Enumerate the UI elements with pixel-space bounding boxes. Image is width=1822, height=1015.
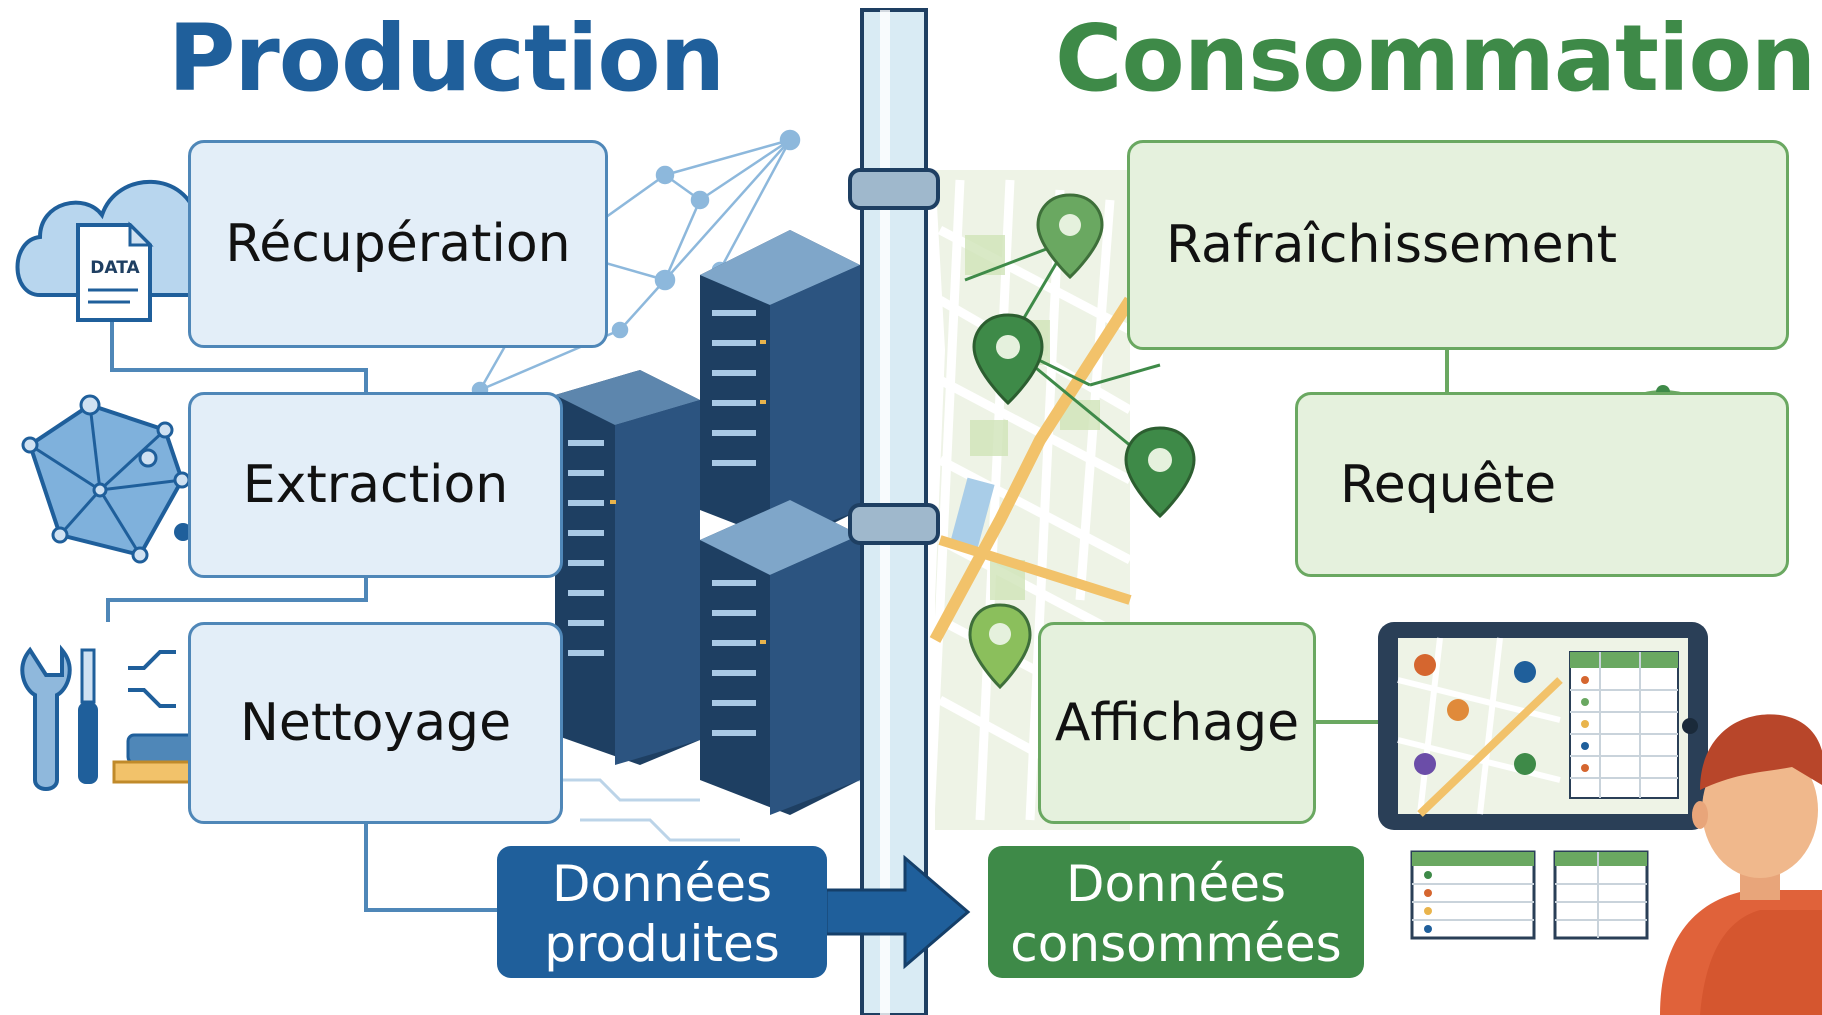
consumption-title: Consommation — [1055, 5, 1816, 112]
step-extraction: Extraction — [188, 392, 563, 578]
cleaning-tools-icon — [20, 644, 208, 791]
divider-pipe — [848, 8, 940, 1015]
network-polygon-icon — [21, 394, 192, 564]
map-pin-icon — [968, 603, 1032, 690]
produced-line-2: produites — [544, 915, 780, 973]
produced-data-badge: Données produites — [497, 846, 827, 978]
step-affichage: Affichage — [1038, 622, 1316, 824]
tablet-map-icon — [1378, 622, 1708, 830]
step-nettoyage: Nettoyage — [188, 622, 563, 824]
step-label: Extraction — [242, 455, 509, 515]
produced-line-1: Données — [551, 855, 773, 913]
person-avatar-icon — [1660, 714, 1822, 1015]
data-table-icon — [1410, 850, 1536, 940]
city-map-background — [925, 170, 1196, 830]
consumed-data-badge: Données consommées — [988, 846, 1364, 978]
step-label: Nettoyage — [239, 693, 512, 753]
step-recuperation: Récupération — [188, 140, 608, 348]
step-label: Récupération — [225, 214, 571, 274]
data-file-label: DATA — [90, 258, 140, 278]
step-label: Requête — [1340, 454, 1557, 515]
production-title: Production — [168, 5, 725, 112]
map-pin-icon — [972, 313, 1044, 406]
step-label: Affichage — [1054, 693, 1300, 753]
consumed-line-2: consommées — [1010, 915, 1342, 973]
flow-connectors — [106, 320, 1449, 912]
map-pin-icon — [1124, 426, 1196, 519]
step-rafraichissement: Rafraîchissement — [1127, 140, 1789, 350]
transfer-arrow-icon — [824, 854, 971, 970]
server-racks-icon — [555, 230, 860, 815]
data-cloud-icon — [15, 179, 238, 322]
step-label: Rafraîchissement — [1166, 215, 1618, 275]
step-requete: Requête — [1295, 392, 1789, 577]
consumed-line-1: Données — [1065, 855, 1287, 913]
map-pin-icon — [1036, 193, 1104, 280]
data-table-icon — [1553, 850, 1649, 940]
